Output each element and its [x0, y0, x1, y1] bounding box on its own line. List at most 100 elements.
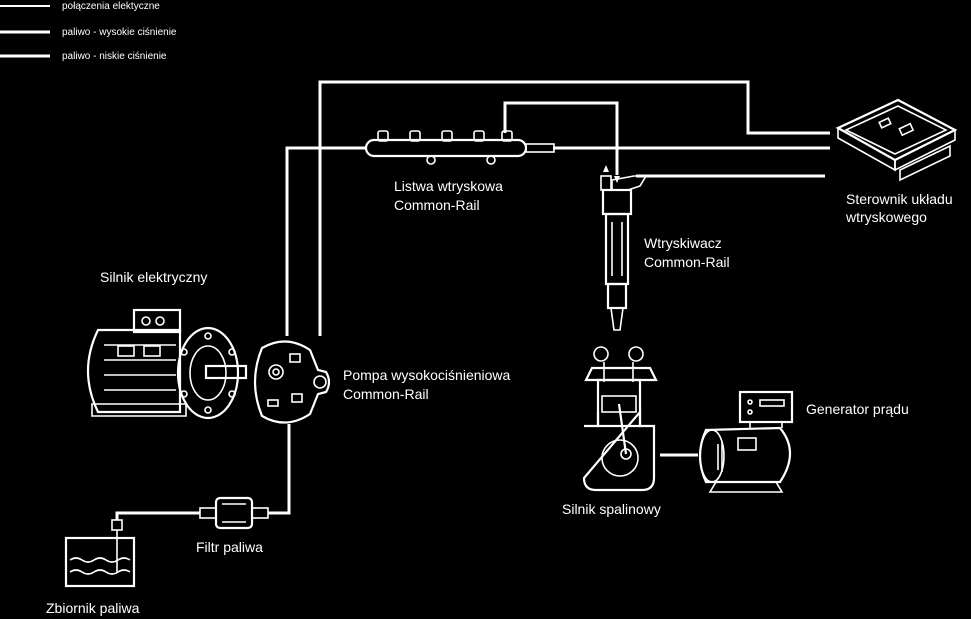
injector-nozzle-holder: [606, 282, 628, 310]
pump-label: Pompa wysokociśnieniowa Common-Rail: [343, 367, 511, 402]
injector-head: [601, 188, 633, 216]
combustion-engine: [582, 346, 658, 492]
legend-label-electrical: połączenia elektyczne: [62, 1, 160, 12]
motor-label-plate: [117, 345, 135, 357]
rail-outlet: [409, 130, 421, 142]
generator-control-box: [738, 390, 794, 424]
motor-bolt: [204, 406, 212, 414]
generator-terminal: [737, 437, 757, 451]
engine-valve-spring: [628, 346, 644, 362]
motor-shaft: [204, 364, 248, 380]
generator-label: Generator prądu: [806, 401, 909, 417]
legend-item-high-pressure: paliwo - wysokie ciśnienie: [0, 27, 177, 38]
generator-display: [759, 399, 785, 407]
ecu-chip: [878, 117, 892, 129]
rail-outlet: [377, 130, 389, 142]
ecu-label: Sterownik układu wtryskowego: [845, 191, 953, 225]
arrow-down-icon: [614, 176, 620, 183]
engine-piston: [601, 395, 637, 413]
generator-indicator: [747, 399, 753, 405]
motor-terminal: [141, 316, 151, 326]
motor-bolt: [180, 390, 188, 398]
tank-fuel-wave: [69, 557, 131, 563]
rail-label-line1: Listwa wtryskowa: [394, 178, 503, 194]
rail-outlets: [377, 130, 513, 142]
common-rail: [364, 130, 555, 165]
low-pressure-line-tank-to-filter: [115, 511, 200, 520]
generator-body: [698, 426, 792, 484]
ecu-circuit-board: [844, 105, 948, 155]
ecu-label-line1: Sterownik układu: [846, 191, 953, 207]
rail-pressure-sensor: [525, 143, 555, 153]
ecu-unit: [835, 98, 958, 182]
filter-body: [214, 496, 254, 530]
legend: połączenia elektyczne paliwo - wysokie c…: [0, 1, 177, 62]
ecu-label-line2: wtryskowego: [845, 209, 927, 225]
motor-flange: [176, 326, 240, 420]
fuel-tank: [64, 519, 136, 588]
rail-label-line2: Common-Rail: [394, 197, 480, 213]
injector-label-line1: Wtryskiwacz: [644, 235, 722, 251]
low-pressure-line-filter-to-pump: [268, 424, 291, 515]
electrical-line-ecu-to-pump: [318, 80, 830, 336]
engine-connecting-rod: [617, 403, 628, 455]
rail-outlet: [441, 130, 453, 142]
ecu-housing-front: [894, 128, 956, 172]
motor-housing: [86, 328, 182, 414]
engine-crankshaft: [601, 439, 639, 477]
injector-nozzle: [610, 307, 624, 331]
engine-crank-pin: [620, 448, 632, 460]
injector-label-line2: Common-Rail: [644, 254, 730, 270]
generator: [698, 390, 794, 493]
rail-body: [364, 138, 528, 158]
filter-outlet: [251, 507, 269, 519]
engine-cylinder-head: [584, 366, 658, 382]
rail-outlet: [501, 130, 513, 142]
motor-flange-inner: [189, 345, 227, 401]
rail-mount: [486, 155, 496, 165]
pump-housing: [253, 340, 331, 424]
motor-bolt: [204, 332, 212, 340]
generator-indicator: [747, 409, 753, 415]
tank-fuel-wave: [69, 569, 131, 575]
engine-valve-spring: [593, 346, 609, 362]
pump-inlet: [268, 364, 284, 380]
filter-inlet: [199, 507, 217, 519]
electric-motor: [86, 308, 248, 420]
motor-terminal-box: [132, 308, 182, 334]
pump-drive-hub: [313, 375, 327, 389]
injector-body: [604, 212, 630, 286]
motor-label-plate: [143, 345, 161, 357]
rail-label: Listwa wtryskowa Common-Rail: [394, 178, 503, 213]
ecu-connector: [899, 144, 951, 182]
legend-label-high-pressure: paliwo - wysokie ciśnienie: [62, 27, 177, 38]
motor-base: [91, 403, 187, 417]
legend-label-low-pressure: paliwo - niskie ciśnienie: [62, 51, 167, 62]
injector-return-port: [600, 175, 612, 191]
pump-valve: [291, 393, 303, 403]
filter-label: Filtr paliwa: [196, 539, 263, 555]
pump-label-line1: Pompa wysokociśnieniowa: [343, 367, 511, 383]
engine-crankcase: [582, 409, 656, 492]
tank-cap: [111, 519, 123, 531]
rail-mount: [426, 155, 436, 165]
motor-bolt: [228, 390, 236, 398]
connection-lines: [115, 80, 830, 520]
rail-outlet: [473, 130, 485, 142]
legend-item-low-pressure: paliwo - niskie ciśnienie: [0, 51, 167, 62]
generator-base: [708, 481, 784, 493]
pump-inlet-inner: [272, 368, 280, 376]
tank-body: [64, 536, 136, 588]
ecu-housing-top: [835, 98, 958, 162]
generator-endcap: [699, 429, 725, 483]
engine-label: Silnik spalinowy: [562, 501, 661, 517]
motor-bolt: [228, 348, 236, 356]
engine-cylinder: [596, 378, 642, 428]
pump-port: [267, 399, 279, 407]
motor-bolt: [180, 348, 188, 356]
tank-label: Zbiornik paliwa: [46, 600, 140, 616]
motor-label: Silnik elektryczny: [100, 269, 207, 285]
high-pressure-pump: [253, 340, 331, 424]
ecu-chip: [898, 122, 915, 137]
